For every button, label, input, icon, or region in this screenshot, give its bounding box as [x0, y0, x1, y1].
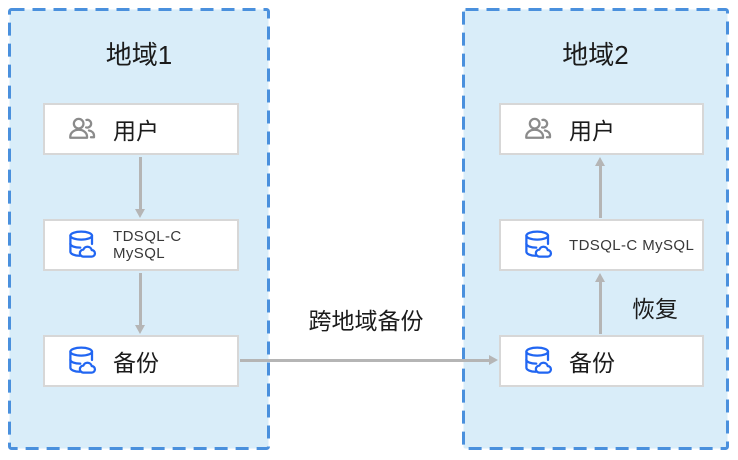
node-label: 用户	[569, 118, 615, 144]
arrow-head-up-icon	[595, 273, 605, 282]
users-icon	[525, 117, 552, 139]
arrow-shaft	[139, 273, 142, 326]
arrow-head-down-icon	[135, 209, 145, 218]
arrow-shaft	[599, 165, 602, 218]
region-2-title: 地域2	[562, 40, 629, 70]
node-region2-user: 用户	[499, 103, 704, 155]
database-cloud-icon	[69, 346, 97, 374]
cross-region-backup-label: 跨地域备份	[308, 308, 424, 334]
arrow-head-right-icon	[489, 355, 498, 365]
users-icon	[69, 117, 96, 139]
database-cloud-icon	[525, 346, 553, 374]
arrow-region1-tdsql-to-backup	[135, 273, 146, 334]
arrow-shaft	[139, 157, 142, 210]
database-cloud-icon	[525, 230, 553, 258]
restore-label: 恢复	[632, 296, 678, 322]
node-region2-tdsql: TDSQL-C MySQL	[499, 219, 704, 271]
arrow-shaft	[240, 359, 490, 362]
arrow-cross-region-backup	[240, 355, 498, 366]
arrow-head-up-icon	[595, 157, 605, 166]
arrow-head-down-icon	[135, 325, 145, 334]
arrow-region2-backup-to-tdsql	[595, 273, 606, 334]
arrow-region2-tdsql-to-user	[595, 157, 606, 218]
node-label: 备份	[569, 350, 615, 376]
node-label: 备份	[113, 350, 159, 376]
node-region1-tdsql: TDSQL-C MySQL	[43, 219, 239, 271]
arrow-shaft	[599, 281, 602, 334]
node-region1-user: 用户	[43, 103, 239, 155]
region-1-title: 地域1	[105, 40, 173, 70]
node-region2-backup: 备份	[499, 335, 704, 387]
node-label: 用户	[113, 118, 159, 144]
node-label: TDSQL-C MySQL	[569, 236, 695, 254]
node-region1-backup: 备份	[43, 335, 239, 387]
node-label: TDSQL-C MySQL	[113, 228, 182, 262]
database-cloud-icon	[69, 230, 97, 258]
arrow-region1-user-to-tdsql	[135, 157, 146, 218]
